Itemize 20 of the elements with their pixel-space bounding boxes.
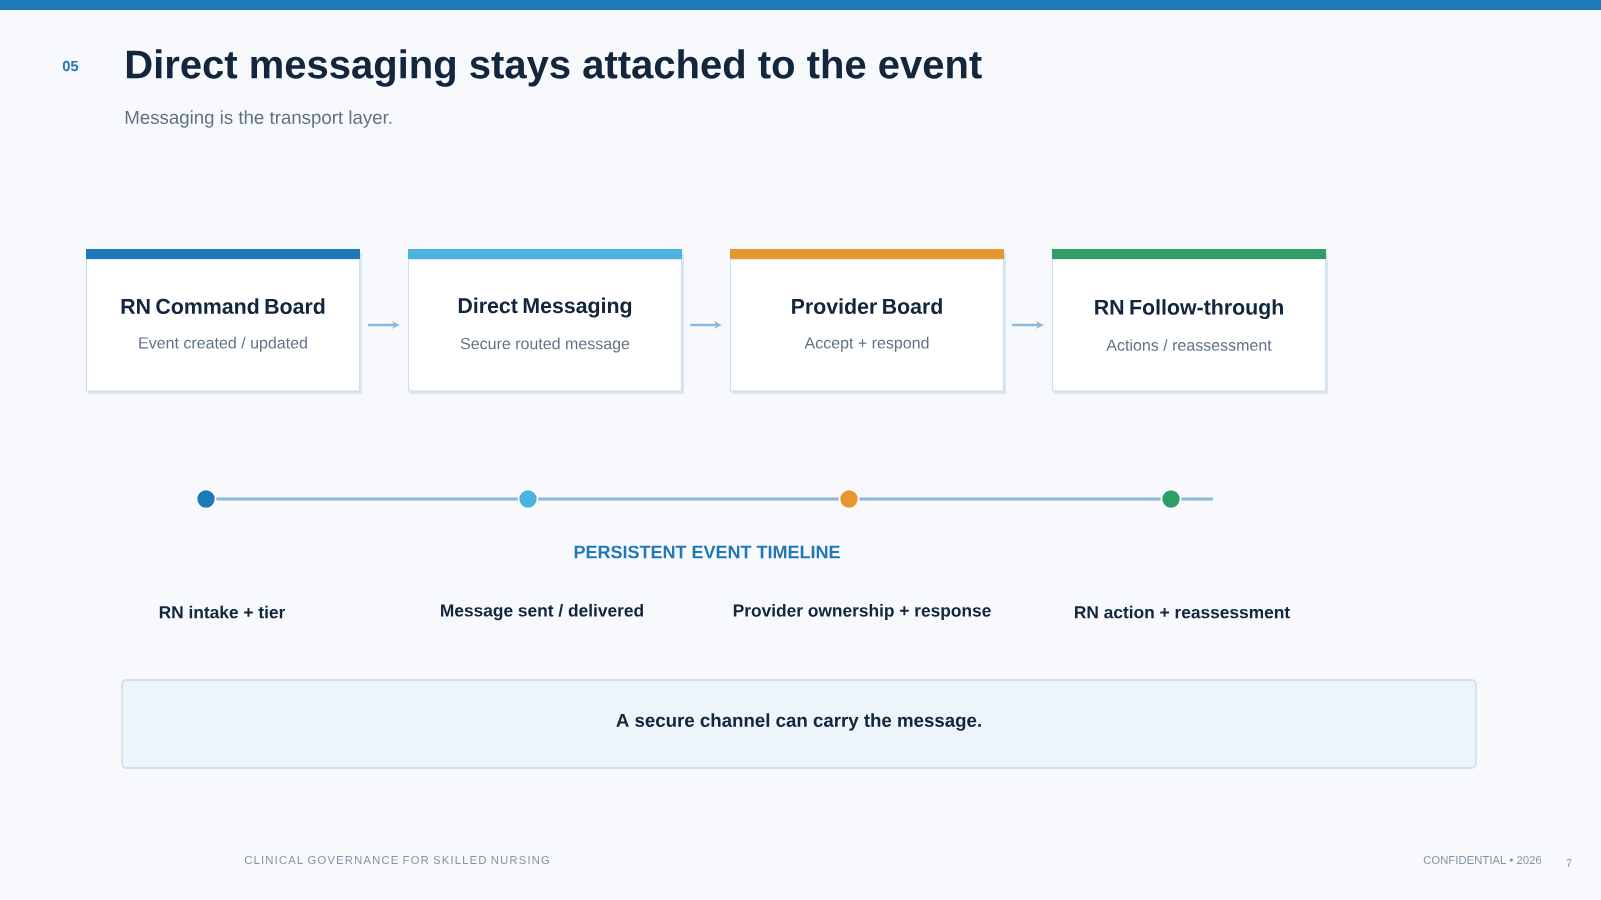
note-box: A secure channel can carry the message.: [121, 679, 1477, 769]
timeline-caption: Provider ownership + response: [733, 603, 991, 621]
timeline-caption: RN action + reassessment: [1075, 605, 1290, 619]
subtitle: Messaging is the transport layer.: [125, 110, 392, 128]
page-number: 7: [1566, 859, 1572, 867]
footer-text: CLINICAL GOVERNANCE FOR SKILLED NURSING: [244, 856, 549, 864]
process-box: Provider Board Accept + respond: [729, 249, 1006, 394]
timeline-line: [538, 497, 839, 501]
timeline-line: [859, 497, 1161, 501]
timeline-line: [216, 497, 518, 501]
timeline-heading: PERSISTENT EVENT TIMELINE: [574, 545, 840, 559]
timeline-caption: RN intake + tier: [159, 605, 286, 619]
process-box: RN Follow-through Actions / reassessment: [1051, 249, 1328, 394]
timeline-caption: Message sent / delivered: [441, 603, 643, 621]
section-number: 05: [62, 60, 79, 72]
footer-text: CONFIDENTIAL • 2026: [1423, 856, 1542, 864]
slide-title: Direct messaging stays attached to the event: [126, 49, 982, 87]
process-box: RN Command Board Event created / updated: [85, 249, 362, 394]
process-box: Direct Messaging Secure routed message: [407, 249, 684, 394]
timeline-line: [1181, 497, 1213, 501]
